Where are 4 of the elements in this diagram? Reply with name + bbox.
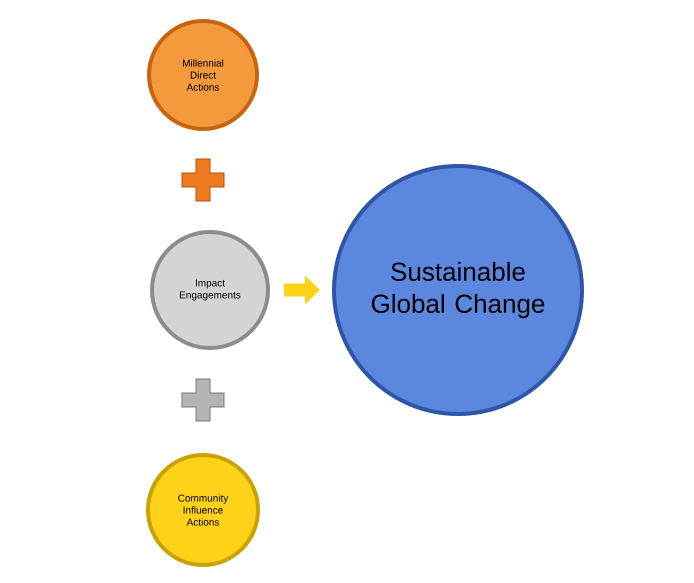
circle-node: Millennial Direct Actions (147, 19, 259, 131)
circle-node: Sustainable Global Change (332, 164, 584, 416)
circle-node: Impact Engagements (150, 230, 270, 350)
circle-node: Community Influence Actions (146, 452, 260, 567)
